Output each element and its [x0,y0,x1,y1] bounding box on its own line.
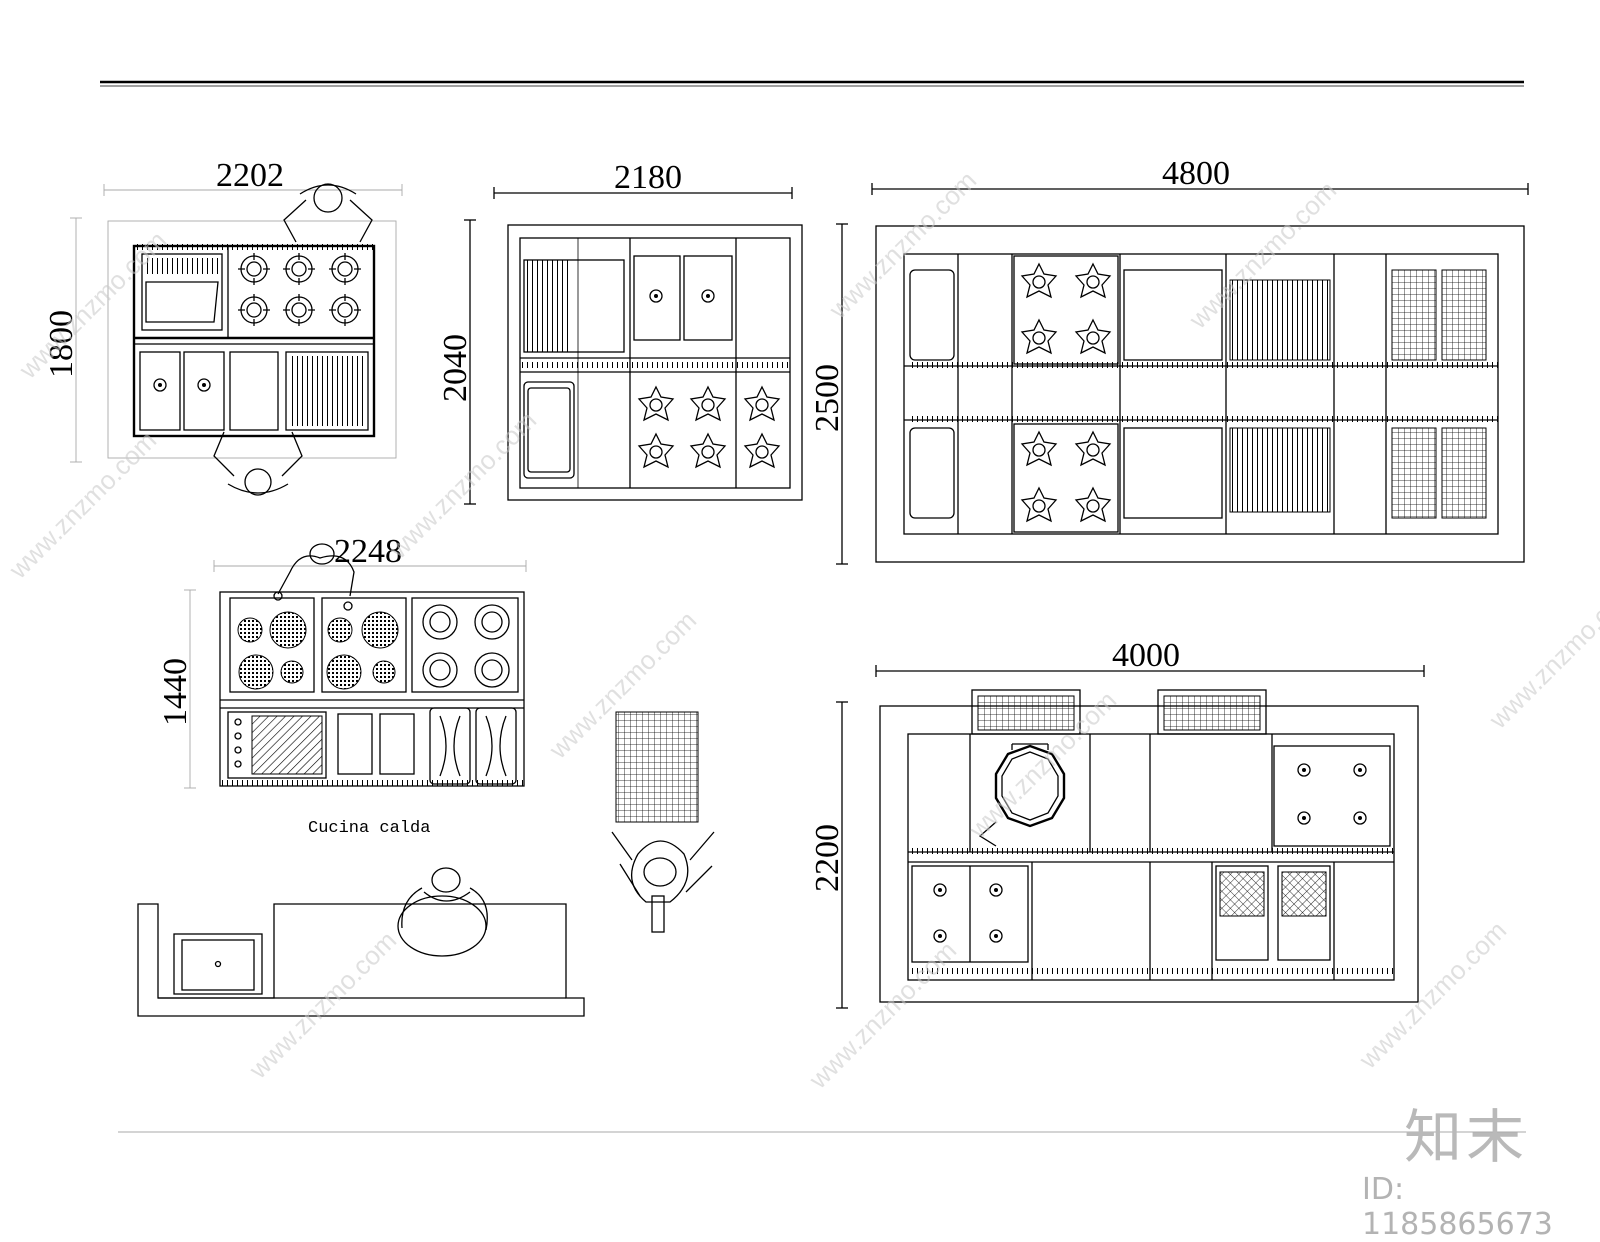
svg-text:www.znzmo.com: www.znzmo.com [242,925,402,1085]
svg-text:www.znzmo.com: www.znzmo.com [1482,575,1600,735]
brand-logo: 知末 [1404,1103,1529,1171]
unit-d-depth-label: 1440 [157,658,194,726]
unit-a-width-label: 2202 [216,157,284,194]
unit-c-island: 4800 2500 [809,155,1529,565]
unit-b-depth-label: 2040 [437,334,474,402]
unit-c-depth-label: 2500 [809,364,846,432]
svg-text:www.znzmo.com: www.znzmo.com [12,225,172,385]
unit-a-range: 2202 1800 [43,157,403,496]
unit-c-width-label: 4800 [1162,155,1230,192]
unit-e-depth-label: 2200 [809,824,846,892]
unit-b-range: 2180 2040 [437,159,803,505]
svg-text:www.znzmo.com: www.znzmo.com [802,935,962,1095]
station-caption: Cucina calda [308,819,430,838]
unit-d-width-label: 2248 [334,533,402,570]
unit-e-island: 4000 2200 [809,637,1425,1009]
svg-text:www.znzmo.com: www.znzmo.com [1352,915,1512,1075]
prep-counter [137,867,585,1017]
svg-text:www.znzmo.com: www.znzmo.com [382,405,542,565]
unit-d-hot-station: 2248 1440 [157,533,527,789]
unit-e-width-label: 4000 [1112,637,1180,674]
grid-rack [611,711,715,933]
unit-b-width-label: 2180 [614,159,682,196]
unit-a-depth-label: 1800 [43,310,80,378]
svg-text:www.znzmo.com: www.znzmo.com [2,425,162,585]
